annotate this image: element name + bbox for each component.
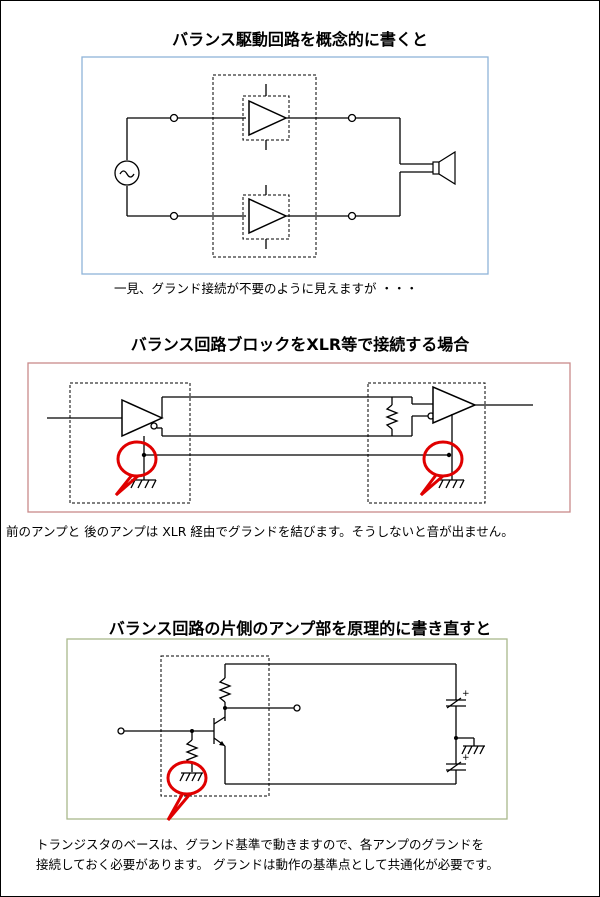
collector-resistor [218,677,232,703]
section1-caption: 一見、グランド接続が不要のように見えますが ・・・ [114,281,418,296]
section3-caption-line1: トランジスタのベースは、グランド基準で動きますので、各アンプのグランドを [36,837,485,852]
balanced-drive-diagram [81,56,489,275]
callout-left [114,440,158,497]
amp-bottom-triangle [248,197,288,235]
receive-amp-triangle [432,385,477,425]
bias-resistor [185,739,199,765]
callout-base-ground [166,760,208,821]
section3-caption-line2: 接続しておく必要があります。 グランドは動作の基準点として共通化が必要です。 [36,857,499,872]
callout-right [419,440,464,497]
speaker-icon [432,150,456,186]
section1-title: バランス駆動回路を概念的に書くと [172,30,428,49]
panel3-border [66,638,508,820]
ground-icon-supply [461,738,485,755]
panel2-border [27,362,571,513]
plus-label-top: + [462,689,470,699]
xlr-connection-diagram [27,362,571,513]
amp-top-triangle [248,99,288,137]
plus-label-bottom: + [462,753,470,763]
section2-caption: 前のアンプと 後のアンプは XLR 経由でグランドを結びます。そうしないと音が出… [6,524,514,539]
send-amp-triangle [121,398,164,438]
ground-icon-base [179,772,203,782]
section3-title: バランス回路の片側のアンプ部を原理的に書き直すと [108,619,492,638]
section2-title: バランス回路ブロックをXLR等で接続する場合 [130,335,470,354]
panel1-border [81,56,489,275]
